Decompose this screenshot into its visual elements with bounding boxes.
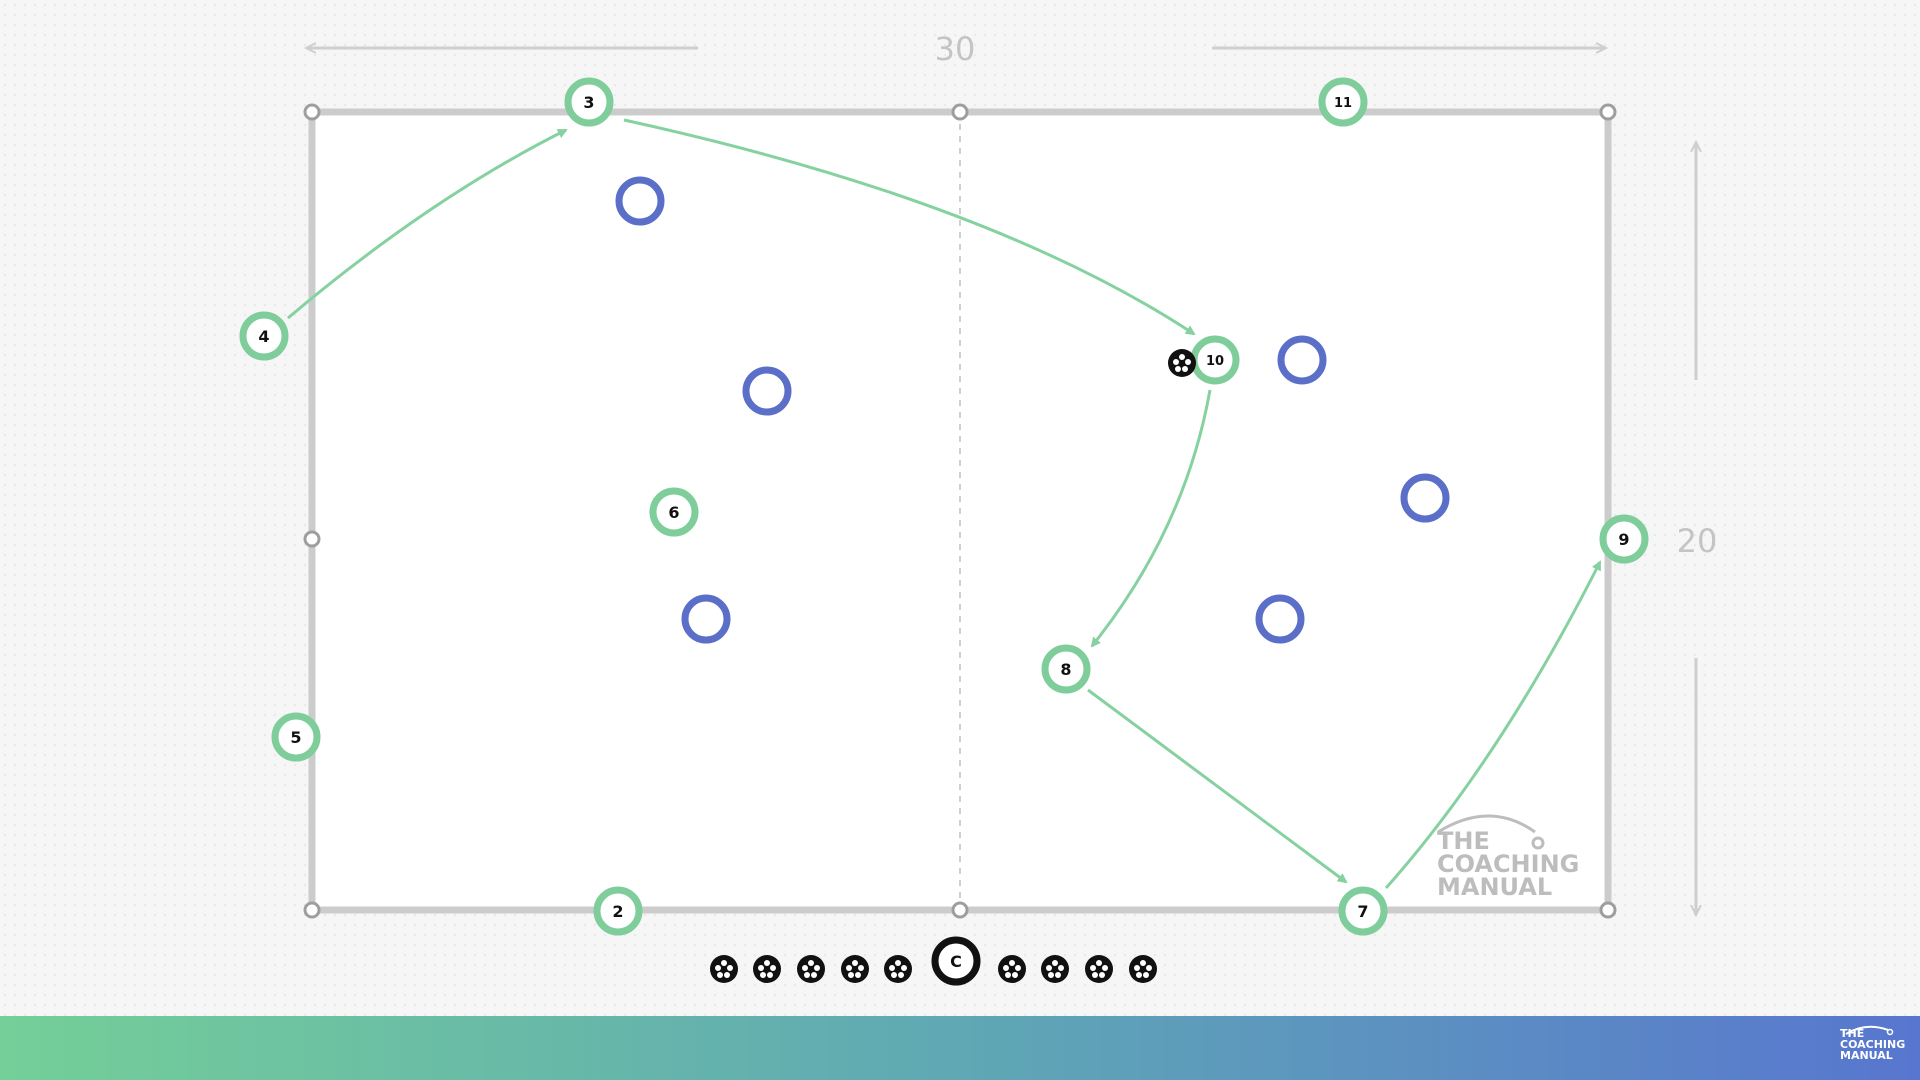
footer-logo-line3: MANUAL — [1840, 1049, 1893, 1062]
pass-arrows — [287, 118, 1602, 889]
ball-icon — [1129, 955, 1157, 983]
opponent-marker — [1277, 335, 1327, 385]
watermark-logo: THE COACHING MANUAL — [1437, 814, 1579, 901]
cone-marker — [303, 530, 321, 548]
player-number: 11 — [1334, 96, 1352, 111]
players: 2 3 4 5 6 7 8 9 — [239, 77, 1649, 936]
footer-bar: THE COACHING MANUAL — [0, 1016, 1920, 1080]
player-number: 10 — [1206, 354, 1224, 369]
player-10[interactable]: 10 — [1190, 335, 1240, 385]
cone-marker — [303, 103, 321, 121]
dimension-arrows — [306, 48, 1696, 915]
ball-icon — [884, 955, 912, 983]
player-3[interactable]: 3 — [564, 77, 614, 127]
player-6[interactable]: 6 — [649, 487, 699, 537]
width-label: 30 — [935, 30, 976, 68]
opponents — [615, 176, 1450, 644]
ball-icon[interactable] — [1168, 349, 1196, 377]
footer-logo-swoosh-icon — [1845, 1025, 1894, 1036]
player-number: 4 — [258, 327, 269, 346]
opponent-marker — [1255, 594, 1305, 644]
opponent-marker — [742, 366, 792, 416]
footer-logo-line2: COACHING — [1840, 1038, 1906, 1051]
opponent-marker — [1400, 473, 1450, 523]
footer-logo-line1: THE — [1840, 1027, 1865, 1040]
pass-arrow-4-to-3 — [287, 128, 568, 320]
opponent-marker — [681, 594, 731, 644]
watermark-line1: THE — [1437, 827, 1490, 855]
watermark-line3: MANUAL — [1437, 873, 1552, 901]
ball-icon — [710, 955, 738, 983]
player-number: 7 — [1357, 902, 1368, 921]
player-number: 6 — [668, 503, 679, 522]
player-7[interactable]: 7 — [1338, 886, 1388, 936]
ball-icon — [797, 955, 825, 983]
cone-marker — [1599, 901, 1617, 919]
player-number: 3 — [583, 93, 594, 112]
watermark-line2: COACHING — [1437, 850, 1579, 878]
ball-icon — [1041, 955, 1069, 983]
coach-label: C — [950, 952, 962, 971]
height-label: 20 — [1677, 522, 1718, 560]
ball-icon — [753, 955, 781, 983]
ball-icon — [1085, 955, 1113, 983]
pass-arrow-10-to-8 — [1090, 389, 1212, 648]
player-number: 5 — [290, 728, 301, 747]
boundary-markers — [303, 103, 1617, 919]
player-4[interactable]: 4 — [239, 311, 289, 361]
footer-logo: THE COACHING MANUAL — [1840, 1025, 1910, 1062]
cone-marker — [951, 103, 969, 121]
cone-marker — [1599, 103, 1617, 121]
cone-marker — [951, 901, 969, 919]
player-number: 2 — [612, 902, 623, 921]
pass-arrow-8-to-7 — [1087, 688, 1348, 884]
player-number: 9 — [1618, 530, 1629, 549]
player-9[interactable]: 9 — [1599, 514, 1649, 564]
player-8[interactable]: 8 — [1041, 644, 1091, 694]
logo-ball-icon — [1531, 836, 1545, 850]
ball-icon — [841, 955, 869, 983]
player-number: 8 — [1060, 660, 1071, 679]
logo-swoosh-icon — [1437, 814, 1536, 834]
ball-icon — [998, 955, 1026, 983]
coach[interactable]: C — [931, 936, 981, 986]
opponent-marker — [615, 176, 665, 226]
cone-marker — [303, 901, 321, 919]
pass-arrow-3-to-10 — [623, 118, 1196, 336]
player-2[interactable]: 2 — [593, 886, 643, 936]
pass-arrow-7-to-9 — [1384, 560, 1602, 889]
player-5[interactable]: 5 — [271, 712, 321, 762]
player-11[interactable]: 11 — [1318, 77, 1368, 127]
